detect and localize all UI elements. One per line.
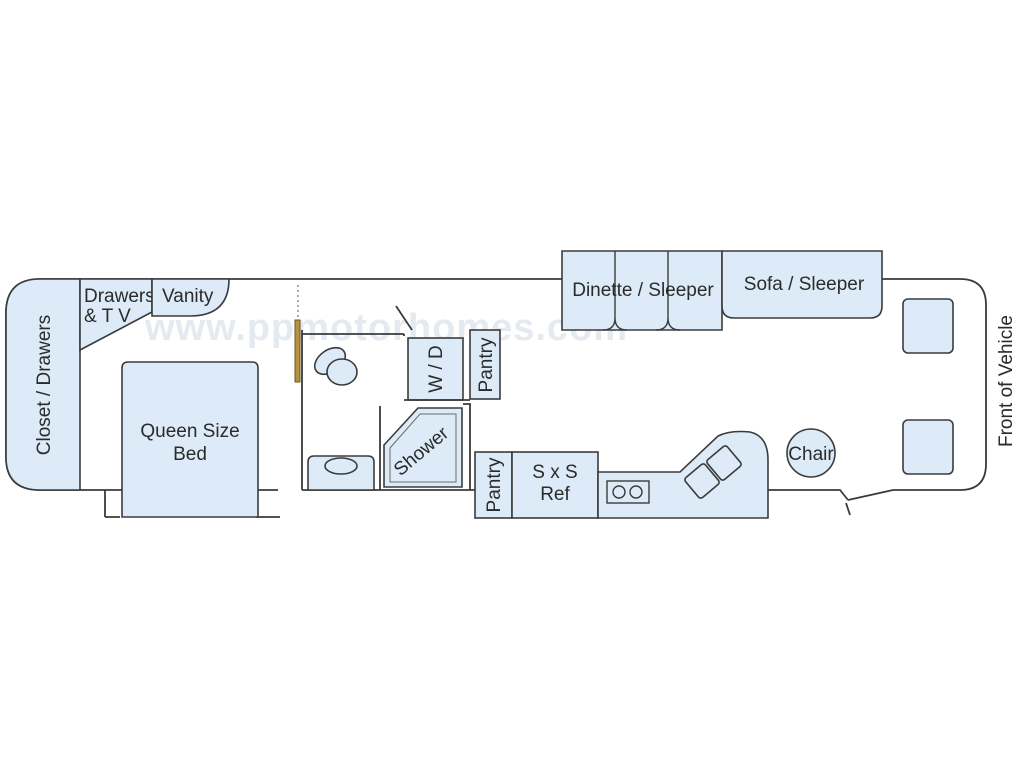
cooktop [606,480,650,504]
closet-drawers [5,278,81,491]
entry-door [845,489,894,516]
shower-pan [389,413,457,483]
watermark: www.ppmotorhomes.com [144,307,628,349]
chair [786,428,836,478]
vanity [151,278,230,317]
fridge-label-2: Ref [540,484,570,505]
sofa-label: Sofa / Sleeper [744,274,865,295]
door-panel [294,319,301,383]
driver-seat [902,298,954,354]
dinette-label: Dinette / Sleeper [572,280,714,301]
pantry-upper [469,329,501,400]
closet-label: Closet / Drawers [34,315,55,455]
dinette-cushions [602,251,681,331]
passenger-seat [902,419,954,475]
vanity-label: Vanity [162,286,214,307]
queen-bed [121,361,259,518]
shower [383,407,463,488]
sxs-refrigerator [511,451,599,519]
fridge-label-1: S x S [532,462,577,483]
bed-label-1: Queen Size [140,421,239,442]
bath-wall [301,305,413,490]
wd-label: W / D [426,345,447,393]
toilet [313,346,358,386]
bath-partition [379,399,471,490]
sink-basin [324,457,358,475]
kitchen-counter [597,430,769,519]
washer-dryer [407,337,464,401]
pantry-upper-label: Pantry [476,337,497,392]
sofa-sleeper [721,250,883,319]
chair-label: Chair [788,444,834,465]
kitchen-sink [684,445,742,499]
drawers-label-2: & T V [84,306,131,327]
pantry-lower-label: Pantry [484,457,505,512]
drawers-label-1: Drawers [84,286,155,307]
bed-label-2: Bed [173,444,207,465]
front-of-vehicle-label: Front of Vehicle [996,315,1017,447]
